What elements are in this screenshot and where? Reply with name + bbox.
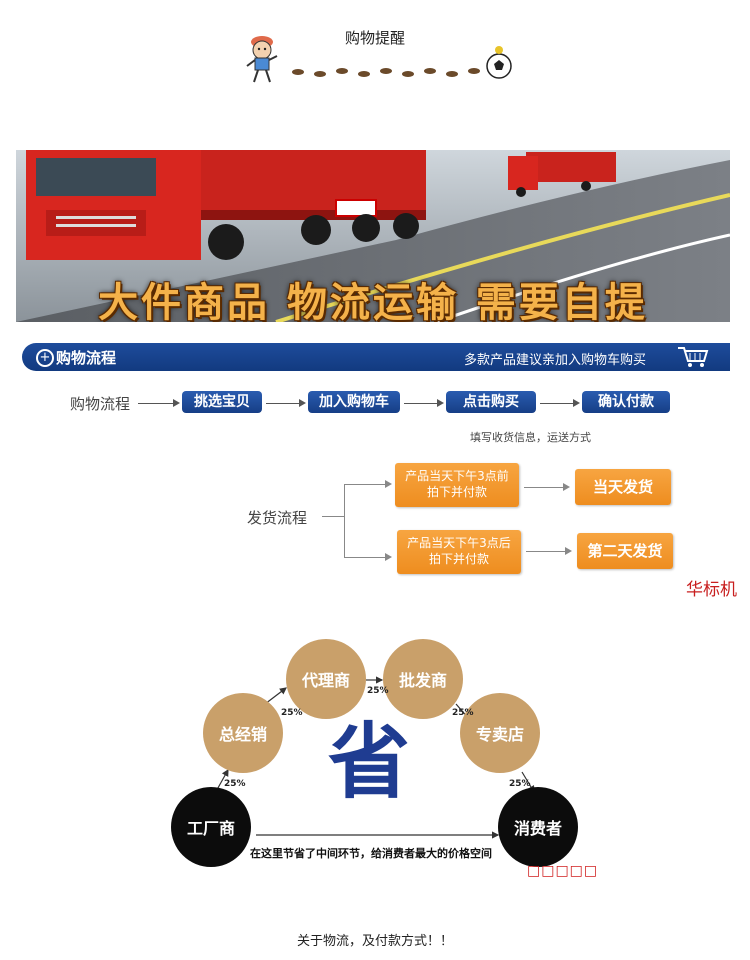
flow-arrow: [344, 553, 392, 561]
plus-circle-icon: +: [36, 349, 54, 367]
flow-arrow: [524, 483, 570, 491]
banner-headline: 大件商品 物流运输 需要自提: [98, 280, 648, 322]
flow-arrow: [526, 547, 572, 555]
node-consumer: 消费者: [498, 787, 578, 867]
percent-label: 25%: [281, 708, 303, 718]
node-retail-store: 专卖店: [460, 693, 540, 773]
flow-arrow: [266, 399, 306, 407]
node-general-distributor: 总经销: [203, 693, 283, 773]
node-factory: 工厂商: [171, 787, 251, 867]
page-title: 购物提醒: [344, 29, 405, 47]
flow-arrow: [138, 399, 180, 407]
promo-banner: 大件商品 物流运输 需要自提: [16, 150, 730, 322]
shipping-info-note: 填写收货信息，运送方式: [470, 431, 591, 444]
save-character: 省: [328, 715, 411, 810]
step-confirm-payment: 确认付款: [582, 391, 670, 413]
savings-note: 在这里节省了中间环节，给消费者最大的价格空间: [250, 847, 492, 860]
cart-suggestion-text: 多款产品建议亲加入购物车购买: [464, 353, 647, 368]
condition-line: 产品当天下午3点前: [405, 469, 509, 483]
connector-line: [344, 484, 345, 558]
flow-arrow: [540, 399, 580, 407]
connector-line: [322, 516, 344, 517]
percent-label: 25%: [452, 708, 474, 718]
flow-arrow: [344, 480, 392, 488]
placeholder-boxes: □□□□□: [527, 863, 599, 879]
percent-label: 25%: [367, 686, 389, 696]
result-next-day-shipping: 第二天发货: [577, 533, 673, 569]
percent-label: 25%: [509, 779, 531, 789]
condition-line: 产品当天下午3点后: [407, 536, 511, 550]
node-agent: 代理商: [286, 639, 366, 719]
condition-line: 拍下并付款: [426, 485, 487, 499]
percent-label: 25%: [224, 779, 246, 789]
logistics-payment-heading: 关于物流，及付款方式！！: [296, 934, 453, 949]
side-brand-text: 华标机: [686, 580, 737, 600]
shopping-flow-heading: 购物流程: [56, 349, 117, 367]
shipping-flow-label: 发货流程: [247, 509, 308, 527]
truck-road-illustration: [16, 150, 730, 322]
result-same-day-shipping: 当天发货: [575, 469, 671, 505]
step-click-buy: 点击购买: [446, 391, 536, 413]
cartoon-mascot-icon: [246, 36, 278, 83]
shopping-flow-label: 购物流程: [70, 395, 131, 413]
shopping-flow-header-bar: [22, 343, 730, 371]
step-select-item: 挑选宝贝: [182, 391, 262, 413]
node-wholesaler: 批发商: [383, 639, 463, 719]
condition-before-3pm: 产品当天下午3点前 拍下并付款: [395, 463, 519, 507]
condition-line: 拍下并付款: [428, 552, 489, 566]
footprints-icon: [292, 68, 480, 77]
cart-icon: [678, 347, 709, 367]
flow-arrow: [404, 399, 444, 407]
soccer-ball-icon: [486, 46, 512, 79]
step-add-to-cart: 加入购物车: [308, 391, 400, 413]
condition-after-3pm: 产品当天下午3点后 拍下并付款: [397, 530, 521, 574]
